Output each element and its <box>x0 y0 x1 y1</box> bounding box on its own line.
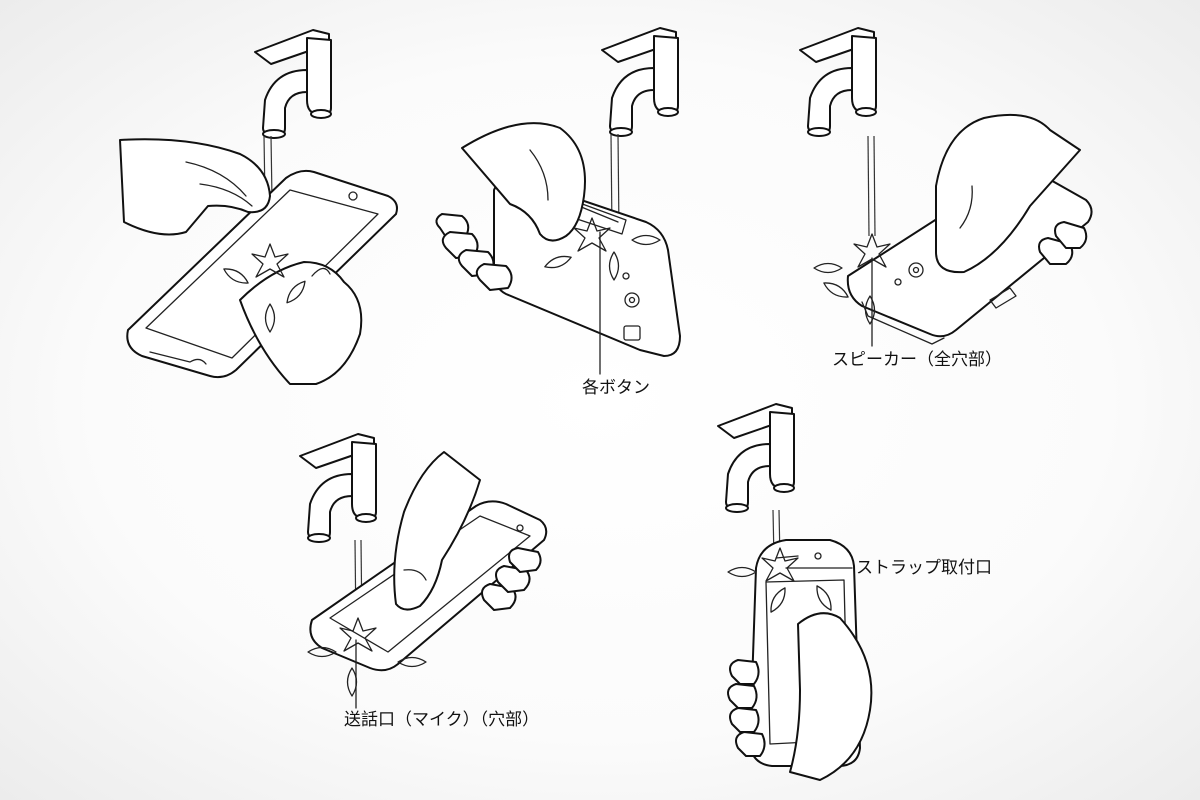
label-mic: 送話口（マイク）（穴部） <box>344 710 540 730</box>
scene-speaker-wash <box>799 27 1093 347</box>
scene-buttons-wash <box>435 27 681 375</box>
scene-screen-wash <box>119 29 398 385</box>
label-strap: ストラップ取付口 <box>856 558 992 578</box>
scene-mic-wash <box>299 433 548 709</box>
label-buttons: 各ボタン <box>582 378 650 398</box>
label-speaker: スピーカー（全穴部） <box>832 350 1002 370</box>
scene-strap-wash <box>717 403 873 781</box>
